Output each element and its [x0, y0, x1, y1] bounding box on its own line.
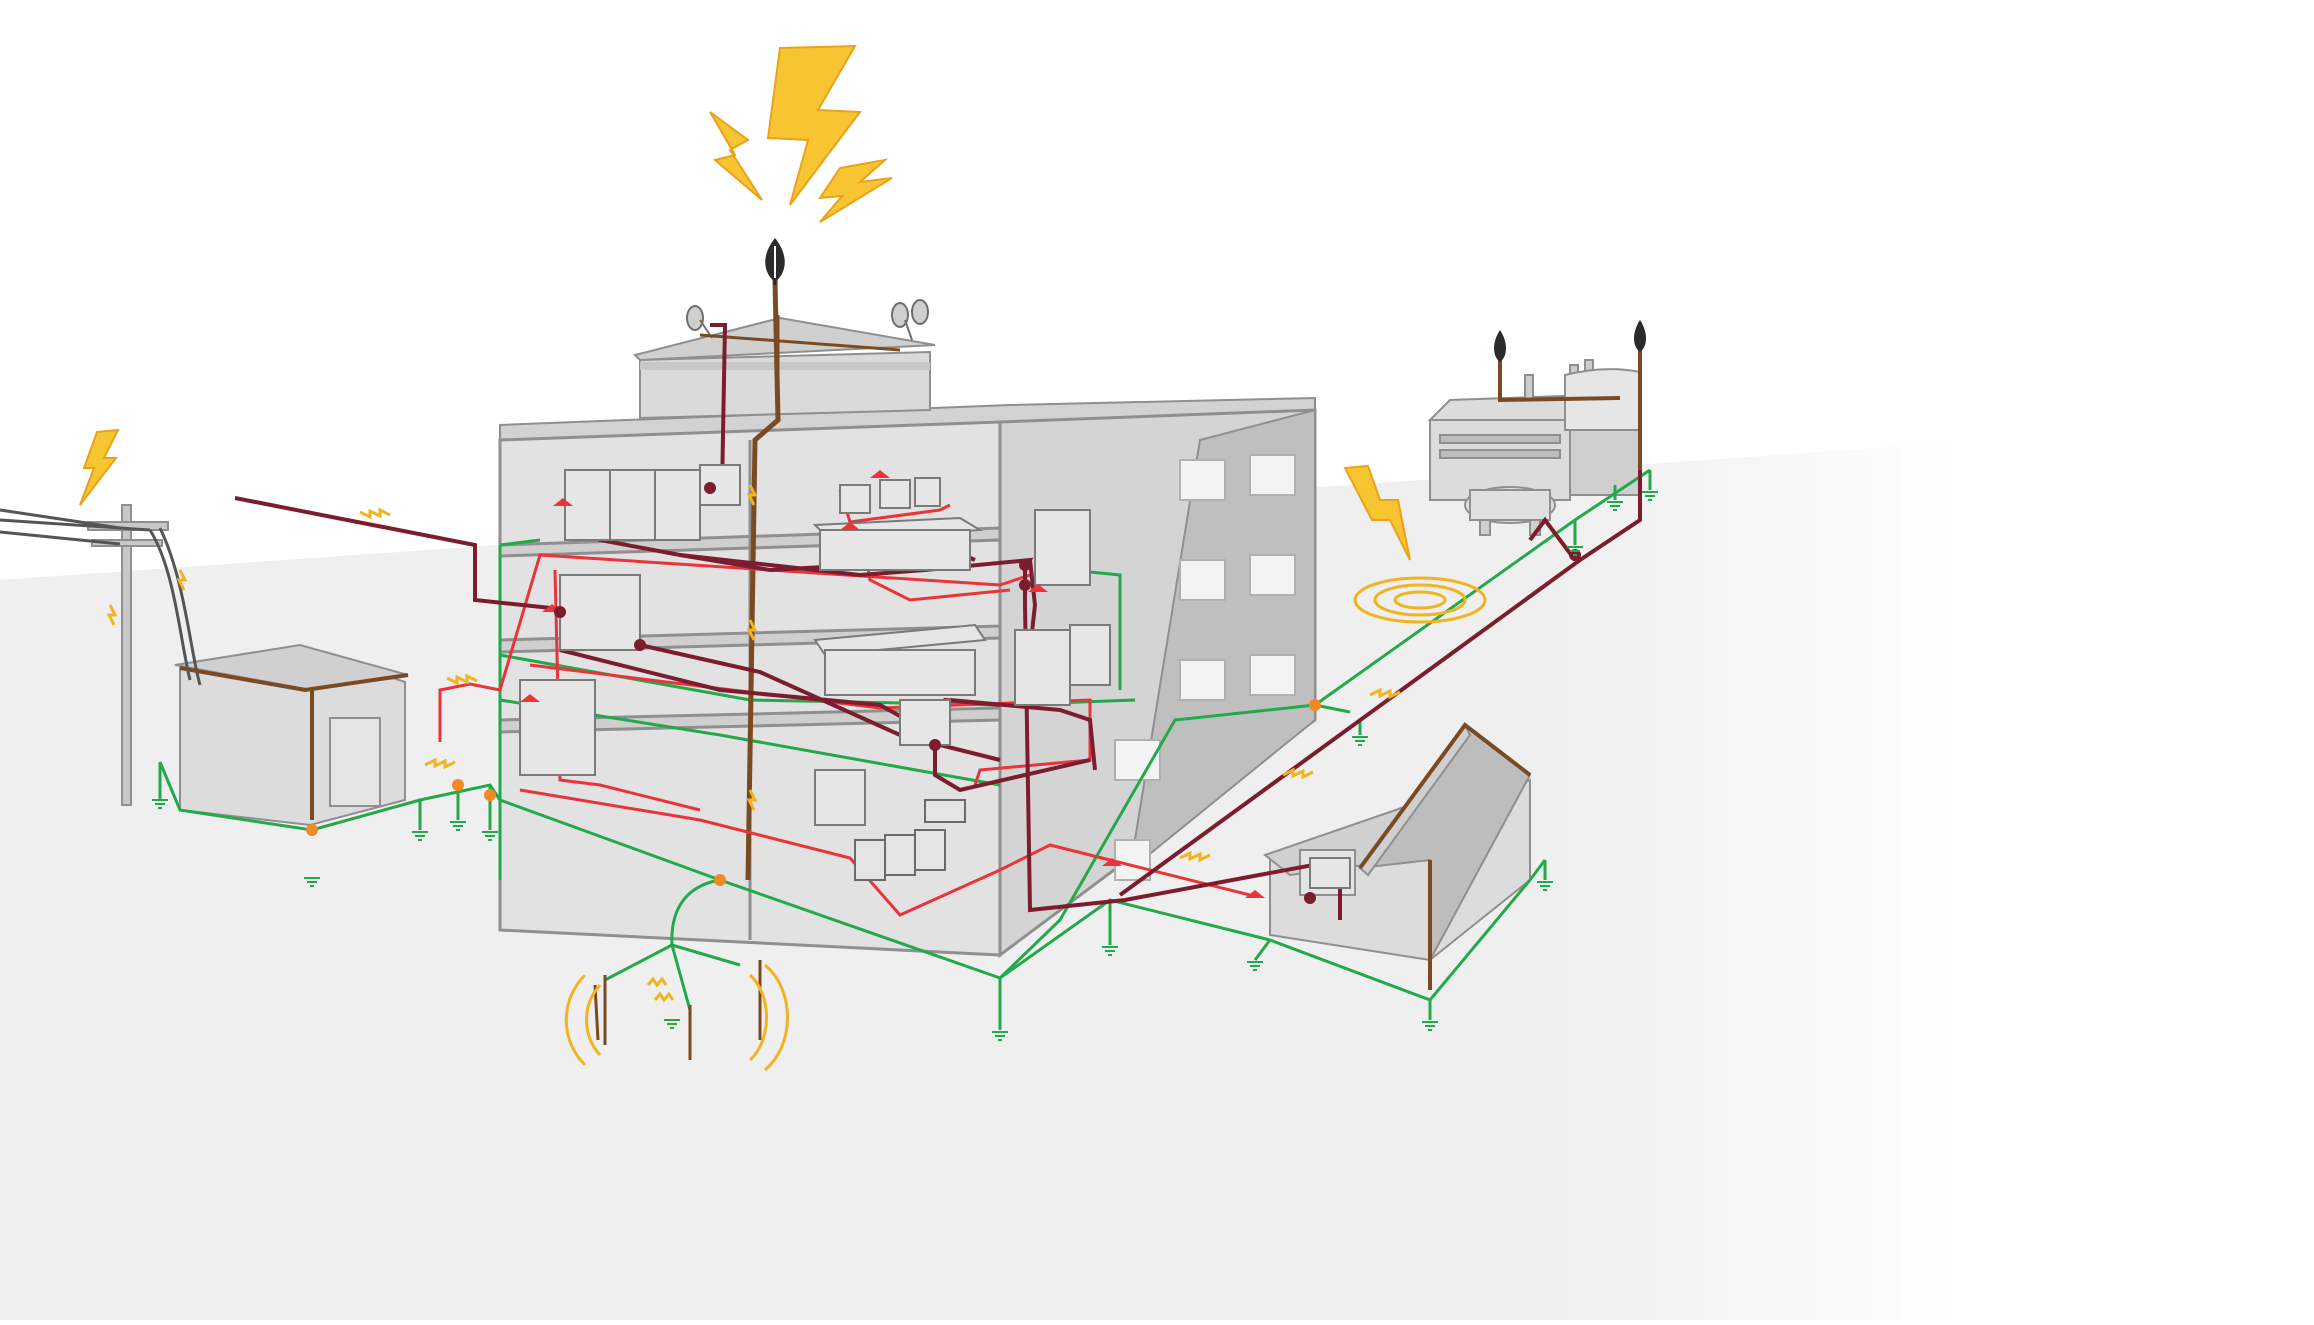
penthouse-conductor: [699, 315, 901, 400]
bond-junction: [306, 699, 1321, 886]
surge-indicator-icon: [106, 484, 1401, 1003]
battery-bank-icon: [854, 799, 966, 881]
air-terminal-icon: [1494, 320, 1646, 362]
penthouse: [639, 350, 931, 420]
equipment-rack-icon: [519, 464, 1111, 826]
industrial-plant: [1427, 359, 1641, 536]
lightning-bolt-icon: [709, 44, 893, 223]
remote-down-conductor: [1358, 722, 1532, 990]
ground-fade-right: [1900, 440, 2314, 1320]
guard-shed: [174, 643, 409, 827]
ground-symbol-icon: [152, 491, 1658, 1041]
ground-strike-rings: [564, 576, 1487, 1072]
computer-workstation-icon: [812, 477, 1351, 889]
utility-pole-icon: [0, 504, 202, 806]
ground-rod-icon: [593, 960, 762, 1060]
plant-down-conductors: [1498, 340, 1642, 470]
shed-down-conductor: [179, 666, 409, 820]
air-terminal-icon: [765, 238, 785, 285]
satellite-dish-icon: [686, 299, 929, 341]
lightning-bolt-icon: [1343, 464, 1411, 561]
lightning-bolt-icon: [79, 428, 120, 506]
